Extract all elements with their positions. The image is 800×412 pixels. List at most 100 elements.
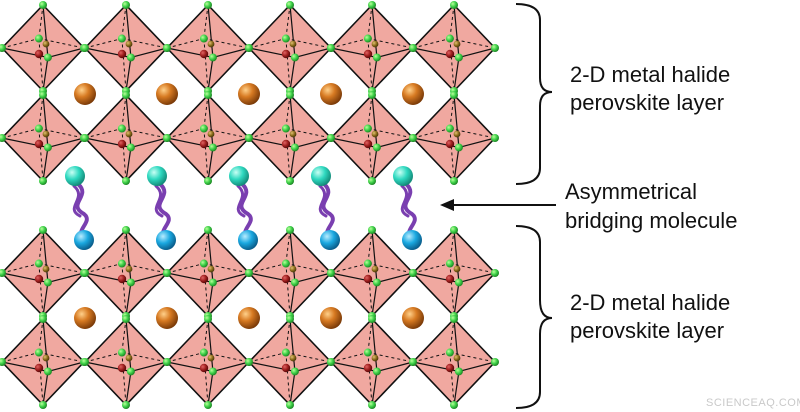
- halide-atom: [0, 44, 6, 52]
- cation-atom: [320, 307, 342, 329]
- octahedron-edge: [453, 147, 460, 182]
- metal-atom: [363, 139, 373, 149]
- halide-atom: [409, 44, 417, 52]
- octahedron-hidden-edge: [1, 352, 40, 363]
- bridging-molecule: [65, 166, 94, 250]
- halide-atom: [163, 134, 171, 142]
- octahedron-hidden-edge: [121, 128, 127, 182]
- metal-atom: [34, 49, 44, 59]
- halide-atom: [286, 401, 294, 409]
- halide-atom: [199, 348, 208, 357]
- halide-atom: [208, 278, 217, 287]
- metal-atom: [125, 265, 133, 273]
- octahedron-hidden-edge: [1, 128, 40, 139]
- octahedron-hidden-edge: [330, 128, 369, 139]
- octahedron-hidden-edge: [121, 263, 127, 317]
- molecule-label-line2: bridging molecule: [565, 208, 737, 233]
- octahedron-hidden-edge: [330, 263, 369, 274]
- halide-atom: [204, 91, 212, 99]
- octahedron-hidden-edge: [367, 263, 414, 274]
- octahedron-edge: [207, 282, 214, 317]
- halide-atom: [290, 278, 299, 287]
- octahedron-hidden-edge: [248, 128, 287, 139]
- octahedron-edge: [47, 272, 85, 284]
- bridging-molecule: [311, 166, 340, 250]
- metal-atom: [199, 274, 209, 284]
- octahedron-edge: [289, 147, 296, 182]
- halide-atom: [327, 358, 335, 366]
- octahedron: [409, 226, 499, 320]
- molecule-tail-atom: [320, 230, 340, 250]
- octahedron-hidden-edge: [203, 263, 250, 274]
- halide-atom: [0, 358, 6, 366]
- octahedron-hidden-edge: [367, 128, 414, 139]
- molecule-pointer-arrow: [440, 199, 556, 211]
- molecule-tail-atom: [238, 230, 258, 250]
- octahedron-hidden-edge: [449, 263, 455, 317]
- octahedron-edge: [458, 137, 496, 149]
- metal-atom: [453, 354, 461, 362]
- metal-atom: [453, 130, 461, 138]
- halide-atom: [43, 367, 52, 376]
- halide-atom: [117, 34, 126, 43]
- octahedron-edge: [371, 318, 378, 372]
- halide-atom: [81, 269, 89, 277]
- octahedron-hidden-edge: [367, 263, 373, 317]
- octahedron-hidden-edge: [248, 352, 287, 363]
- octahedron-face: [411, 228, 497, 318]
- metal-atom: [207, 265, 215, 273]
- metal-atom: [363, 274, 373, 284]
- octahedron-hidden-edge: [203, 38, 209, 92]
- halide-atom: [163, 269, 171, 277]
- octahedron-edge: [125, 318, 132, 372]
- halide-atom: [204, 177, 212, 185]
- octahedron: [409, 91, 499, 185]
- octahedron-hidden-edge: [449, 128, 496, 139]
- octahedron-edge: [453, 371, 460, 406]
- octahedron-hidden-edge: [367, 38, 373, 92]
- octahedron-face: [0, 3, 86, 93]
- octahedron-hidden-edge: [412, 38, 451, 49]
- halide-atom: [117, 348, 126, 357]
- octahedron-edge: [289, 318, 296, 372]
- metal-atom: [371, 130, 379, 138]
- halide-atom: [372, 278, 381, 287]
- metal-atom: [453, 265, 461, 273]
- metal-atom: [445, 49, 455, 59]
- octahedron-edge: [212, 361, 250, 373]
- octahedron-face: [247, 317, 333, 407]
- halide-atom: [491, 44, 499, 52]
- top-layer-label-line1: 2-D metal halide: [570, 62, 730, 87]
- octahedron-hidden-edge: [367, 352, 373, 406]
- octahedron-hidden-edge: [203, 38, 250, 49]
- metal-atom: [207, 354, 215, 362]
- octahedron-edge: [371, 371, 378, 406]
- octahedron-hidden-edge: [121, 352, 127, 406]
- halide-atom: [117, 259, 126, 268]
- octahedron-face: [247, 228, 333, 318]
- molecule-label-line1: Asymmetrical: [565, 179, 697, 204]
- octahedron-face: [83, 317, 169, 407]
- octahedron: [163, 226, 253, 320]
- octahedron-edge: [207, 229, 214, 283]
- octahedron-edge: [458, 361, 496, 373]
- bridging-molecules: [65, 166, 422, 250]
- metal-atom: [371, 354, 379, 362]
- octahedron-hidden-edge: [84, 352, 123, 363]
- octahedron-edge: [130, 361, 168, 373]
- molecule-head-atom: [311, 166, 331, 186]
- molecule-tail-atom: [74, 230, 94, 250]
- metal-atom: [34, 363, 44, 373]
- metal-atom: [289, 265, 297, 273]
- halide-atom: [363, 259, 372, 268]
- octahedron-edge: [453, 4, 460, 58]
- octahedron-hidden-edge: [203, 352, 250, 363]
- octahedron-edge: [125, 94, 132, 148]
- halide-atom: [445, 259, 454, 268]
- octahedron-face: [247, 3, 333, 93]
- octahedron-face: [83, 3, 169, 93]
- metal-atom: [281, 363, 291, 373]
- halide-atom: [34, 348, 43, 357]
- halide-atom: [117, 124, 126, 133]
- octahedron-face: [411, 317, 497, 407]
